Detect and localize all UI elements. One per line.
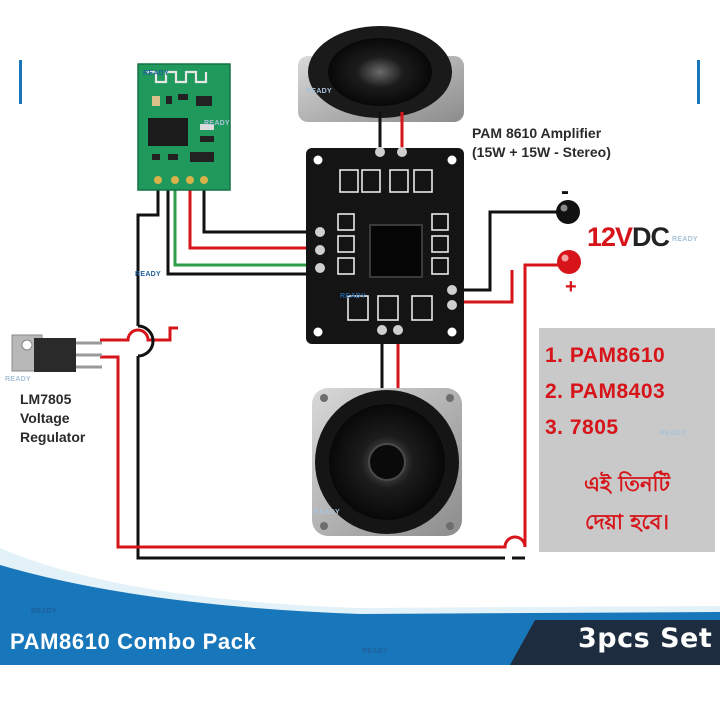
footer-title: PAM8610 Combo Pack [10, 629, 257, 654]
amplifier-label: PAM 8610 Amplifier (15W + 15W - Stereo) [472, 124, 611, 162]
voltage-unit: DC [632, 222, 670, 252]
watermark: READY [135, 271, 162, 278]
footer-badge: 3pcs Set [578, 623, 713, 654]
plus-sign: + [565, 276, 577, 298]
pack-note-line2: দেয়া হবে। [585, 510, 669, 534]
pack-item-3: 3. 7805 [545, 416, 619, 439]
pack-item-2: 2. PAM8403 [545, 380, 666, 403]
watermark: READY [340, 293, 367, 300]
regulator-label-line3: Regulator [20, 429, 86, 445]
watermark: READY [660, 430, 687, 437]
voltage-value: 12V [587, 222, 633, 252]
speaker-bottom [312, 388, 462, 536]
dc-positive-terminal [557, 250, 581, 274]
minus-sign: - [561, 178, 569, 205]
pack-note-line1: এই তিনটি [584, 472, 670, 496]
watermark: READY [314, 509, 341, 516]
watermark: READY [306, 88, 333, 95]
pack-contents-box: 1. PAM8610 2. PAM8403 3. 7805 এই তিনটি দ… [539, 328, 715, 552]
bluetooth-module [137, 63, 231, 191]
amplifier-label-line2: (15W + 15W - Stereo) [472, 144, 611, 160]
regulator-label-line2: Voltage [20, 410, 70, 426]
amplifier-board [306, 147, 464, 344]
watermark: READY [31, 608, 58, 615]
corner-mark-left [19, 60, 22, 104]
watermark: READY [672, 236, 699, 243]
watermark: READY [204, 120, 231, 127]
footer-band [0, 548, 720, 665]
power-label: 12VDC [587, 222, 670, 253]
regulator-label: LM7805 Voltage Regulator [20, 390, 85, 447]
watermark: READY [362, 648, 389, 655]
corner-mark-right [697, 60, 700, 104]
regulator-label-line1: LM7805 [20, 391, 72, 407]
pack-item-1: 1. PAM8610 [545, 344, 666, 367]
speaker-top [298, 26, 464, 122]
lm7805-regulator [11, 334, 102, 372]
watermark: READY [143, 70, 170, 77]
amplifier-label-line1: PAM 8610 Amplifier [472, 125, 602, 141]
watermark: READY [5, 376, 32, 383]
